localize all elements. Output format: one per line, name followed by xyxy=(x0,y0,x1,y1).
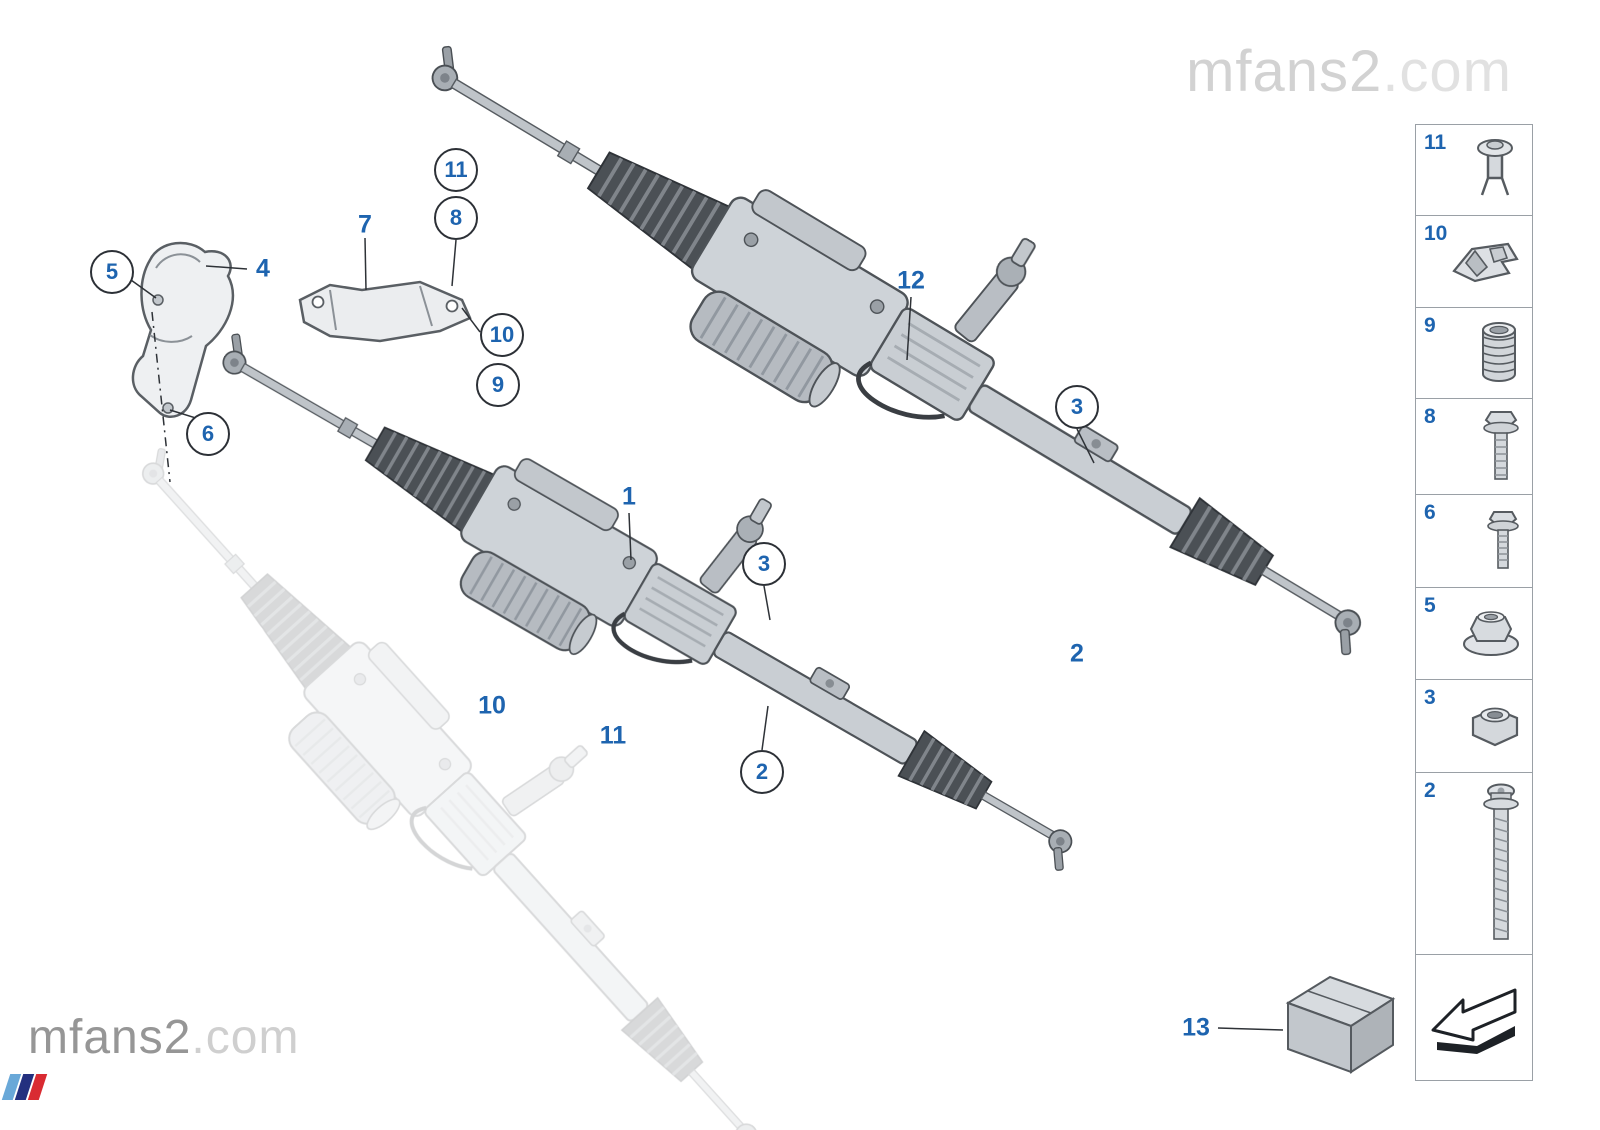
callout-plain-13[interactable]: 13 xyxy=(1182,1013,1210,1042)
watermark-bottom: mfans2.com xyxy=(28,1010,299,1065)
sidebar-part-number: 5 xyxy=(1424,594,1436,617)
back-arrow-icon xyxy=(1427,978,1521,1056)
sidebar-part-number: 2 xyxy=(1424,779,1436,802)
back-arrow-box[interactable] xyxy=(1415,953,1533,1081)
sidebar-part-10[interactable]: 10 xyxy=(1415,215,1533,308)
callout-plain-1[interactable]: 1 xyxy=(622,482,636,511)
callout-circled-11[interactable]: 11 xyxy=(434,148,478,192)
flange-bolt-small-icon xyxy=(1482,508,1524,574)
sidebar-part-9[interactable]: 9 xyxy=(1415,306,1533,400)
sidebar-part-number: 8 xyxy=(1424,405,1436,428)
sidebar-part-3[interactable]: 3 xyxy=(1415,678,1533,774)
m-stripes-logo xyxy=(1,1074,52,1100)
sidebar-part-2[interactable]: 2 xyxy=(1415,772,1533,955)
sidebar-part-5[interactable]: 5 xyxy=(1415,587,1533,680)
parts-sidebar: 11 10 9 8 6 5 3 2 xyxy=(1415,123,1533,1081)
callout-circled-2[interactable]: 2 xyxy=(740,750,784,794)
sidebar-part-number: 3 xyxy=(1424,685,1436,709)
watermark-bottom-name: mfans2 xyxy=(28,1011,192,1064)
mounting-bracket-part xyxy=(298,280,472,343)
collar-nut-icon xyxy=(1466,699,1524,753)
flange-nut-icon xyxy=(1458,608,1524,660)
sidebar-item-list: 11 10 9 8 6 5 3 2 xyxy=(1415,123,1533,955)
watermark-bottom-tld: .com xyxy=(191,1011,300,1064)
callout-circled-6[interactable]: 6 xyxy=(186,412,230,456)
threaded-insert-icon xyxy=(1474,320,1524,386)
flange-bolt-icon xyxy=(1478,408,1524,486)
callout-plain-11[interactable]: 11 xyxy=(599,721,627,750)
callout-plain-2[interactable]: 2 xyxy=(1070,639,1084,668)
torx-bolt-icon xyxy=(1478,780,1524,948)
callout-circled-9[interactable]: 9 xyxy=(476,363,520,407)
callout-circled-3[interactable]: 3 xyxy=(742,542,786,586)
callout-plain-4[interactable]: 4 xyxy=(256,254,270,283)
sidebar-part-11[interactable]: 11 xyxy=(1415,123,1533,217)
sidebar-part-number: 10 xyxy=(1424,222,1448,245)
watermark-top-name: mfans2 xyxy=(1186,39,1383,104)
callout-plain-12[interactable]: 12 xyxy=(897,266,925,295)
sidebar-part-number: 9 xyxy=(1424,313,1436,337)
callout-circled-3[interactable]: 3 xyxy=(1055,385,1099,429)
callout-circled-8[interactable]: 8 xyxy=(434,196,478,240)
callout-plain-10[interactable]: 10 xyxy=(478,691,506,720)
expansion-rivet-icon xyxy=(1466,134,1524,206)
callout-circled-5[interactable]: 5 xyxy=(90,250,134,294)
heat-shield-part xyxy=(131,241,235,418)
spring-clip-icon xyxy=(1444,231,1524,293)
sidebar-part-6[interactable]: 6 xyxy=(1415,493,1533,589)
sidebar-part-number: 11 xyxy=(1424,130,1447,154)
sidebar-part-number: 6 xyxy=(1424,500,1436,524)
watermark-top-tld: .com xyxy=(1382,39,1512,104)
watermark-top: mfans2.com xyxy=(1186,38,1512,105)
callout-plain-7[interactable]: 7 xyxy=(358,210,372,239)
repair-kit-box-part13 xyxy=(1285,975,1396,1074)
callout-circled-10[interactable]: 10 xyxy=(480,313,524,357)
sidebar-part-8[interactable]: 8 xyxy=(1415,398,1533,495)
leader-lines xyxy=(130,237,1284,1031)
